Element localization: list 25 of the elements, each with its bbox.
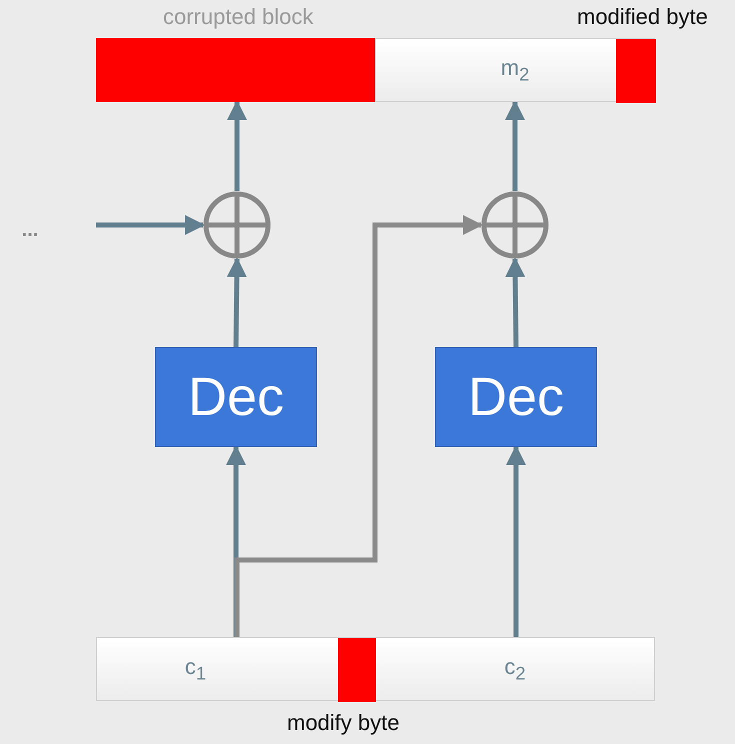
arrow [226,257,247,348]
ellipsis: ... [22,218,38,242]
decrypt-box [155,347,317,447]
annotation-label: modified byte [577,4,708,30]
arrow [234,215,483,637]
block-label: c$_{1}$ [184,654,206,684]
data-block [96,637,375,701]
highlight-bar [96,38,375,102]
box-label: Dec [468,366,564,428]
arrow [227,100,247,191]
block-label: c$_{2}$ [504,654,526,684]
box-label: Dec [188,366,284,428]
annotation-label: modify byte [287,710,400,736]
data-block [375,38,655,102]
arrow [226,445,246,637]
arrow [505,100,525,191]
decrypt-box [435,347,597,447]
annotation-label: corrupted block [163,4,314,30]
arrow [505,257,526,348]
data-block [375,637,655,701]
arrow [506,445,526,637]
block-label: m$_{2}$ [500,54,530,86]
highlight-bar [338,638,376,702]
arrow [96,215,205,235]
highlight-bar [616,39,656,103]
